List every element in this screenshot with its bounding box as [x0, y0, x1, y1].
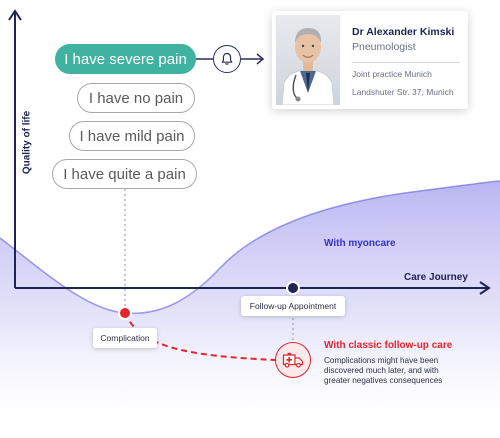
classic-care-description-line-3: greater negatives consequences — [324, 376, 443, 385]
pain-option-label: I have quite a pain — [63, 165, 186, 183]
myoncare-curve — [0, 180, 500, 315]
pain-option-none[interactable]: I have no pain — [77, 83, 195, 113]
myoncare-label: With myoncare — [324, 238, 396, 249]
classic-care-description-line-2: discovered much later, and with — [324, 366, 439, 375]
doctor-specialty: Pneumologist — [352, 41, 416, 53]
followup-appointment-label: Follow-up Appointment — [241, 296, 345, 316]
classic-care-dashed-curve — [124, 312, 276, 361]
classic-care-title: With classic follow-up care — [324, 340, 453, 351]
doctor-card[interactable]: Dr Alexander Kimski Pneumologist Joint p… — [272, 11, 468, 109]
doctor-divider — [352, 62, 460, 63]
followup-appointment-label-text: Follow-up Appointment — [249, 301, 337, 311]
pain-option-severe[interactable]: I have severe pain — [55, 44, 196, 74]
pain-option-quite[interactable]: I have quite a pain — [52, 159, 197, 189]
pain-option-label: I have no pain — [88, 89, 184, 107]
bell-icon — [221, 52, 233, 65]
pain-option-label: I have severe pain — [64, 50, 187, 68]
pain-option-label: I have mild pain — [79, 127, 185, 145]
x-axis-label: Care Journey — [404, 272, 468, 283]
complication-label: Complication — [93, 328, 157, 348]
complication-marker — [118, 306, 132, 320]
doctor-practice: Joint practice Munich — [352, 69, 432, 79]
doctor-avatar-icon — [281, 28, 335, 105]
doctor-address: Landshuter Str. 37, Munich — [352, 87, 454, 97]
complication-label-text: Complication — [100, 333, 150, 343]
doctor-name: Dr Alexander Kimski — [352, 26, 455, 38]
ambulance-badge — [275, 342, 311, 378]
arrow-right-icon — [256, 53, 265, 65]
y-axis-label: Quality of life — [21, 110, 33, 175]
followup-marker — [286, 281, 300, 295]
y-axis-arrow — [8, 9, 22, 21]
pain-option-mild[interactable]: I have mild pain — [69, 121, 195, 151]
doctor-photo — [276, 15, 340, 105]
classic-care-description-line-1: Complications might have been — [324, 356, 439, 365]
x-axis-arrow — [479, 281, 491, 295]
ambulance-icon — [282, 352, 304, 368]
notification-bell[interactable] — [213, 45, 241, 73]
